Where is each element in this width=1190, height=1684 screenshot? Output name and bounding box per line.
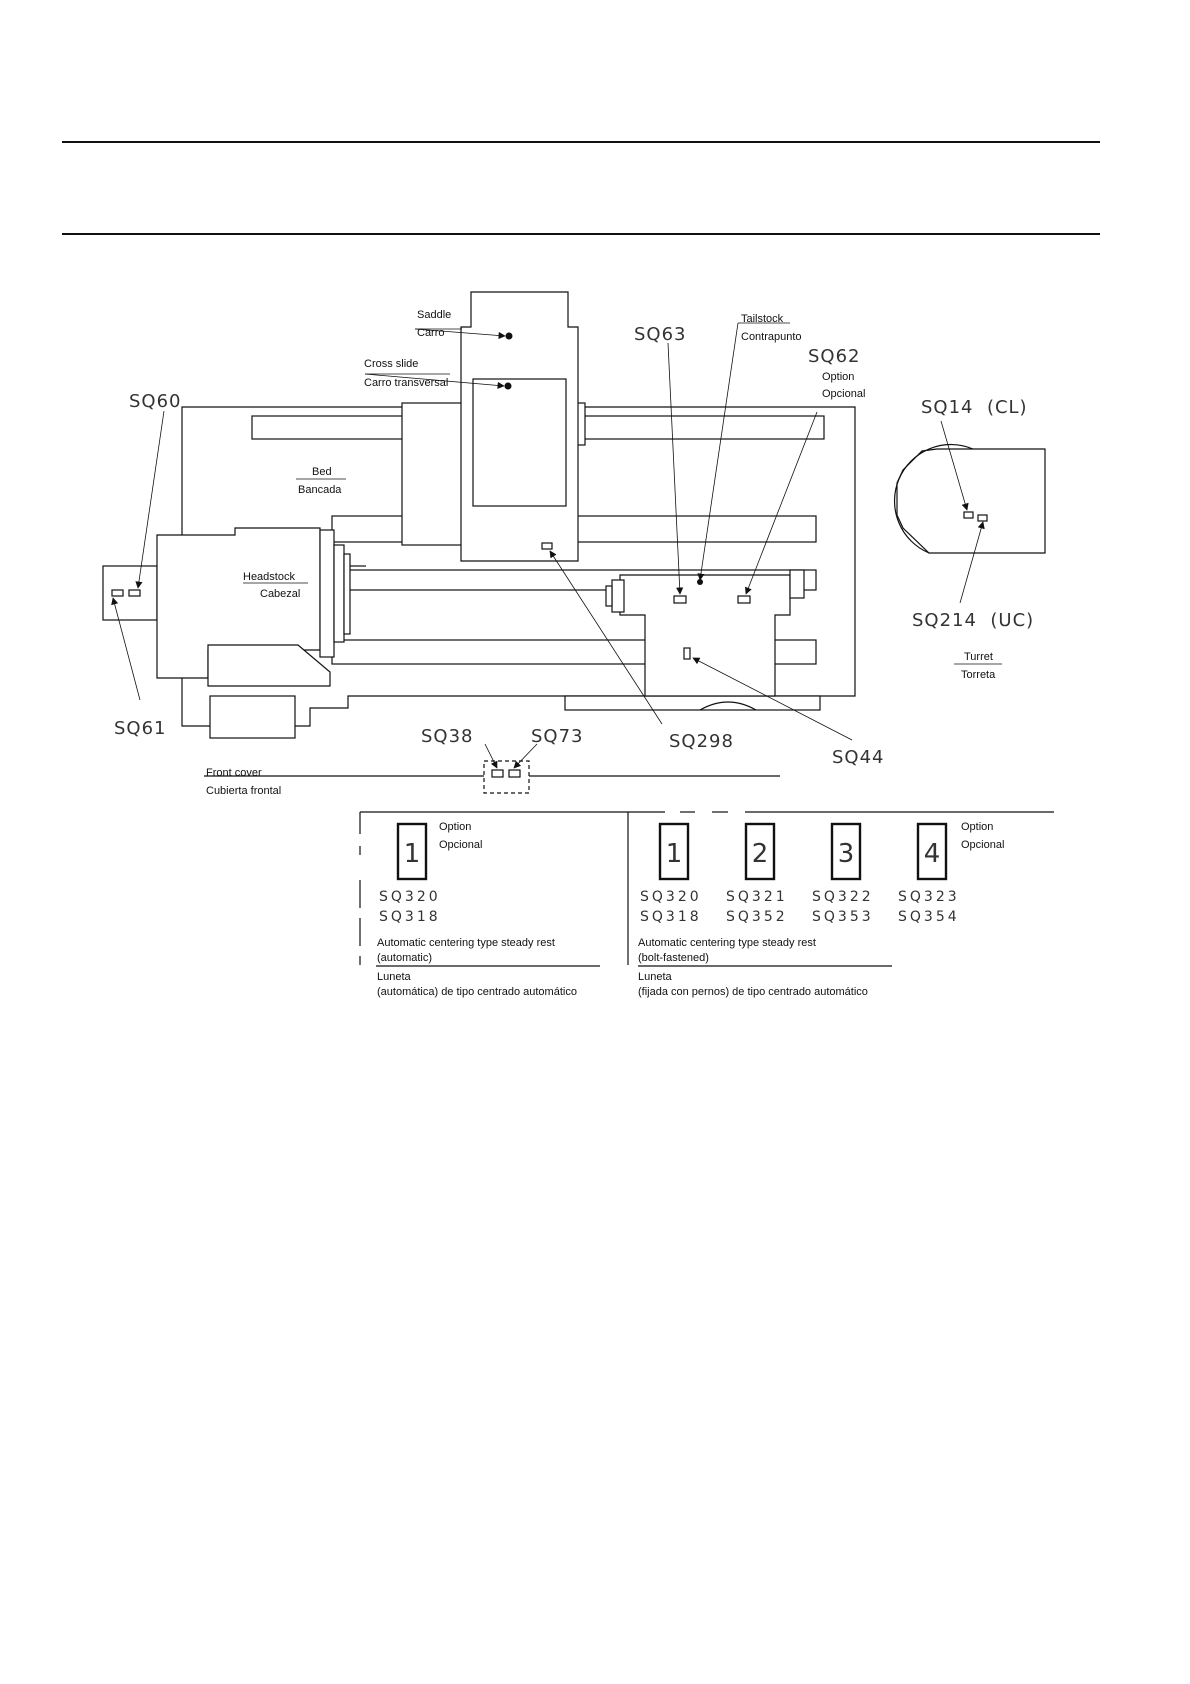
front-cover-label: Front cover (206, 767, 262, 779)
bolt-unit-3-code-a: SQ322 (812, 889, 874, 905)
tailstock-quill-tip (605, 585, 613, 607)
auto-desc-es-2: (automática) de tipo centrado automático (377, 986, 577, 998)
tailstock-option-label-es: Opcional (822, 388, 865, 400)
steady-rest-options: 1 SQ320 SQ318 Option Opcional Automatic … (359, 811, 1054, 998)
switch-labels: SQ60 SQ61 SQ63 SQ62 SQ14 (CL) SQ214 (UC)… (114, 324, 1034, 768)
auto-unit-1-box (396, 822, 428, 881)
bolt-unit-4-box (916, 822, 948, 881)
cross-slide-body (472, 378, 567, 507)
auto-unit-1-number: 1 (404, 839, 421, 869)
front-foot (564, 695, 821, 711)
bolt-desc-en-1: Automatic centering type steady rest (638, 937, 816, 949)
bolt-unit-4-number: 4 (924, 839, 941, 869)
cross-slide-label: Cross slide (364, 358, 418, 370)
saddle-label-es: Carro (417, 327, 445, 339)
header-rule-top (62, 141, 1100, 143)
bolt-unit-1-code-b: SQ318 (640, 909, 702, 925)
sq298-label: SQ298 (669, 731, 734, 752)
bolt-unit-3-box (830, 822, 862, 881)
bed-base-block (209, 695, 296, 739)
auto-unit-1-code-a: SQ320 (379, 889, 441, 905)
tailstock-label-es: Contrapunto (741, 331, 802, 343)
bolt-unit-2-code-a: SQ321 (726, 889, 788, 905)
sq73-label: SQ73 (531, 726, 584, 747)
sq63-switch (673, 595, 687, 604)
leader-lines (111, 322, 1002, 769)
bolt-unit-2-code-b: SQ352 (726, 909, 788, 925)
bolt-unit-4-code-a: SQ323 (898, 889, 960, 905)
sq14-switch (963, 511, 974, 519)
sq14-label: SQ14 (CL) (921, 397, 1028, 418)
turret-label-es: Torreta (961, 669, 996, 681)
headstock-label: Headstock (243, 571, 295, 583)
sq44-switch (683, 647, 691, 660)
chuck-plate (319, 529, 335, 658)
tailstock-body (619, 574, 791, 697)
sq60-switch (128, 589, 141, 597)
bolt-desc-es-2: (fijada con pernos) de tipo centrado aut… (638, 986, 868, 998)
turret-body (896, 448, 1046, 554)
sq61-label: SQ61 (114, 718, 167, 739)
saddle-label: Saddle (417, 309, 451, 321)
sq62-switch (737, 595, 751, 604)
tailstock-label: Tailstock (741, 313, 784, 325)
machine-drawing (102, 291, 1046, 794)
tailstock-quill (611, 579, 625, 613)
headstock-lower (207, 644, 331, 687)
auto-option-label: Option (439, 821, 471, 833)
bolt-unit-4-code-b: SQ354 (898, 909, 960, 925)
bolt-option-label: Option (961, 821, 993, 833)
sq38-label: SQ38 (421, 726, 474, 747)
cross-slide-marker (504, 382, 512, 390)
tailstock-right-block (789, 569, 805, 599)
bolt-unit-1-number: 1 (666, 839, 683, 869)
machine-labels: Saddle Carro Cross slide Carro transvers… (206, 309, 996, 797)
front-cover-box (483, 760, 530, 794)
sq73-switch (508, 769, 521, 778)
tailstock-option-label: Option (822, 371, 854, 383)
headstock-label-es: Cabezal (260, 588, 300, 600)
auto-desc-es-1: Luneta (377, 971, 412, 983)
auto-unit-1-code-b: SQ318 (379, 909, 441, 925)
bolt-desc-en-2: (bolt-fastened) (638, 952, 709, 964)
sq44-label: SQ44 (832, 747, 885, 768)
chuck-jaws (333, 544, 345, 643)
sq60-label: SQ60 (129, 391, 182, 412)
turret-label: Turret (964, 651, 993, 663)
bolt-unit-2-number: 2 (752, 839, 769, 869)
sq298-switch (541, 542, 553, 550)
bolt-unit-3-code-b: SQ353 (812, 909, 874, 925)
sq61-switch (111, 589, 124, 597)
bolt-unit-1-code-a: SQ320 (640, 889, 702, 905)
sq63-label: SQ63 (634, 324, 687, 345)
sq38-switch (491, 769, 504, 778)
front-cover-label-es: Cubierta frontal (206, 785, 281, 797)
auto-option-label-es: Opcional (439, 839, 482, 851)
saddle-marker (505, 332, 513, 340)
cross-slide-label-es: Carro transversal (364, 377, 448, 389)
sq214-switch (977, 514, 988, 522)
carriage-left-block (401, 402, 463, 546)
auto-desc-en-2: (automatic) (377, 952, 432, 964)
sq214-label: SQ214 (UC) (912, 610, 1034, 631)
bolt-option-label-es: Opcional (961, 839, 1004, 851)
bed-label-es: Bancada (298, 484, 342, 496)
auto-desc-en-1: Automatic centering type steady rest (377, 937, 555, 949)
chuck-face (343, 553, 351, 635)
bolt-unit-1-box (658, 822, 690, 881)
bolt-unit-3-number: 3 (838, 839, 855, 869)
bolt-desc-es-1: Luneta (638, 971, 673, 983)
sq62-label: SQ62 (808, 346, 861, 367)
header-rule-bottom (62, 233, 1100, 235)
bed-label: Bed (312, 466, 332, 478)
bolt-unit-2-box (744, 822, 776, 881)
